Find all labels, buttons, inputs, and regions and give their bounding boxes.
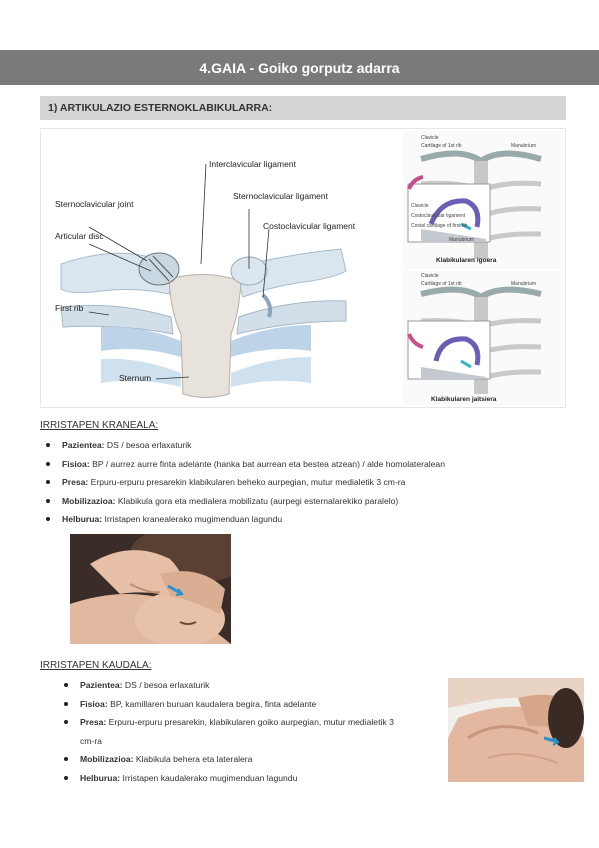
kaudala-list: Pazientea: DS / besoa erlaxaturik Fisioa… xyxy=(58,676,398,788)
kraneala-list: Pazientea: DS / besoa erlaxaturik Fisioa… xyxy=(40,436,445,529)
inset-label-manubrium: Manubrium xyxy=(449,237,474,243)
bullet-icon xyxy=(64,701,68,706)
label-sternum: Sternum xyxy=(119,373,151,383)
kraneala-heading: IRRISTAPEN KRANEALA: xyxy=(40,420,159,431)
clavicle-elevation-diagram xyxy=(403,131,561,269)
bottom-label-cartilage: Cartilage of 1st rib xyxy=(421,281,462,287)
list-item: Mobilizazioa: Klabikula gora eta mediale… xyxy=(40,492,445,511)
inset-label-clavicle: Clavicle xyxy=(411,203,429,209)
label-sternoclavicular-ligament: Sternoclavicular ligament xyxy=(233,191,329,201)
bottom-label-clavicle: Clavicle xyxy=(421,273,439,279)
inset-label-ligament: Costoclavicular ligament xyxy=(411,213,466,219)
label-interclavicular: Interclavicular ligament xyxy=(209,159,297,169)
label-first-rib: First rib xyxy=(55,303,84,313)
label-sternoclavicular-joint: Sternoclavicular joint xyxy=(55,199,134,209)
bullet-icon xyxy=(46,461,50,466)
top-label-cartilage: Cartilage of 1st rib xyxy=(421,143,462,149)
list-item: Mobilizazioa: Klabikula behera eta later… xyxy=(58,750,398,769)
inset-label-costal: Costal cartilage of first rib xyxy=(411,223,468,229)
bullet-icon xyxy=(64,757,68,762)
page-title: 4.GAIA - Goiko gorputz adarra xyxy=(0,50,599,85)
bottom-label-manubrium: Manubrium xyxy=(511,281,536,287)
anatomy-figure: Interclavicular ligament Sternoclavicula… xyxy=(40,128,566,408)
clavicle-depression-diagram xyxy=(403,271,561,405)
list-item: Helburua: Irristapen kaudalerako mugimen… xyxy=(58,769,398,788)
kaudala-heading: IRRISTAPEN KAUDALA: xyxy=(40,660,152,671)
bullet-icon xyxy=(46,498,50,503)
list-item: Pazientea: DS / besoa erlaxaturik xyxy=(58,676,398,695)
bullet-icon xyxy=(46,517,50,522)
list-item: Presa: Erpuru-erpuru presarekin, klabiku… xyxy=(58,713,398,750)
kaudala-photo xyxy=(448,678,584,782)
kraneala-photo-drawing xyxy=(70,534,231,644)
bullet-icon xyxy=(64,720,68,725)
top-label-clavicle: Clavicle xyxy=(421,135,439,141)
list-item: Fisioa: BP / aurrez aurre finta adelante… xyxy=(40,455,445,474)
bullet-icon xyxy=(64,683,68,687)
list-item: Presa: Erpuru-erpuru presarekin klabikul… xyxy=(40,473,445,492)
bullet-icon xyxy=(46,480,50,485)
label-articular-disc: Articular disc xyxy=(55,231,104,241)
bullet-icon xyxy=(64,775,68,780)
section-heading: 1) ARTIKULAZIO ESTERNOKLABIKULARRA: xyxy=(40,96,566,120)
label-costoclavicular: Costoclavicular ligament xyxy=(263,221,356,231)
list-item: Fisioa: BP, kamillaren buruan kaudalera … xyxy=(58,695,398,714)
kaudala-photo-drawing xyxy=(448,678,584,782)
sternoclavicular-diagram xyxy=(60,163,347,398)
anatomy-illustration: Interclavicular ligament Sternoclavicula… xyxy=(55,131,561,405)
caption-elevation: Klabikularen igoera xyxy=(436,257,497,264)
top-label-manubrium: Manubrium xyxy=(511,143,536,149)
list-item: Helburua: Irristapen kranealerako mugime… xyxy=(40,510,445,529)
kraneala-photo xyxy=(70,534,231,644)
bullet-icon xyxy=(46,443,50,447)
list-item: Pazientea: DS / besoa erlaxaturik xyxy=(40,436,445,455)
caption-depression: Klabikularen jaitsiera xyxy=(431,396,497,403)
